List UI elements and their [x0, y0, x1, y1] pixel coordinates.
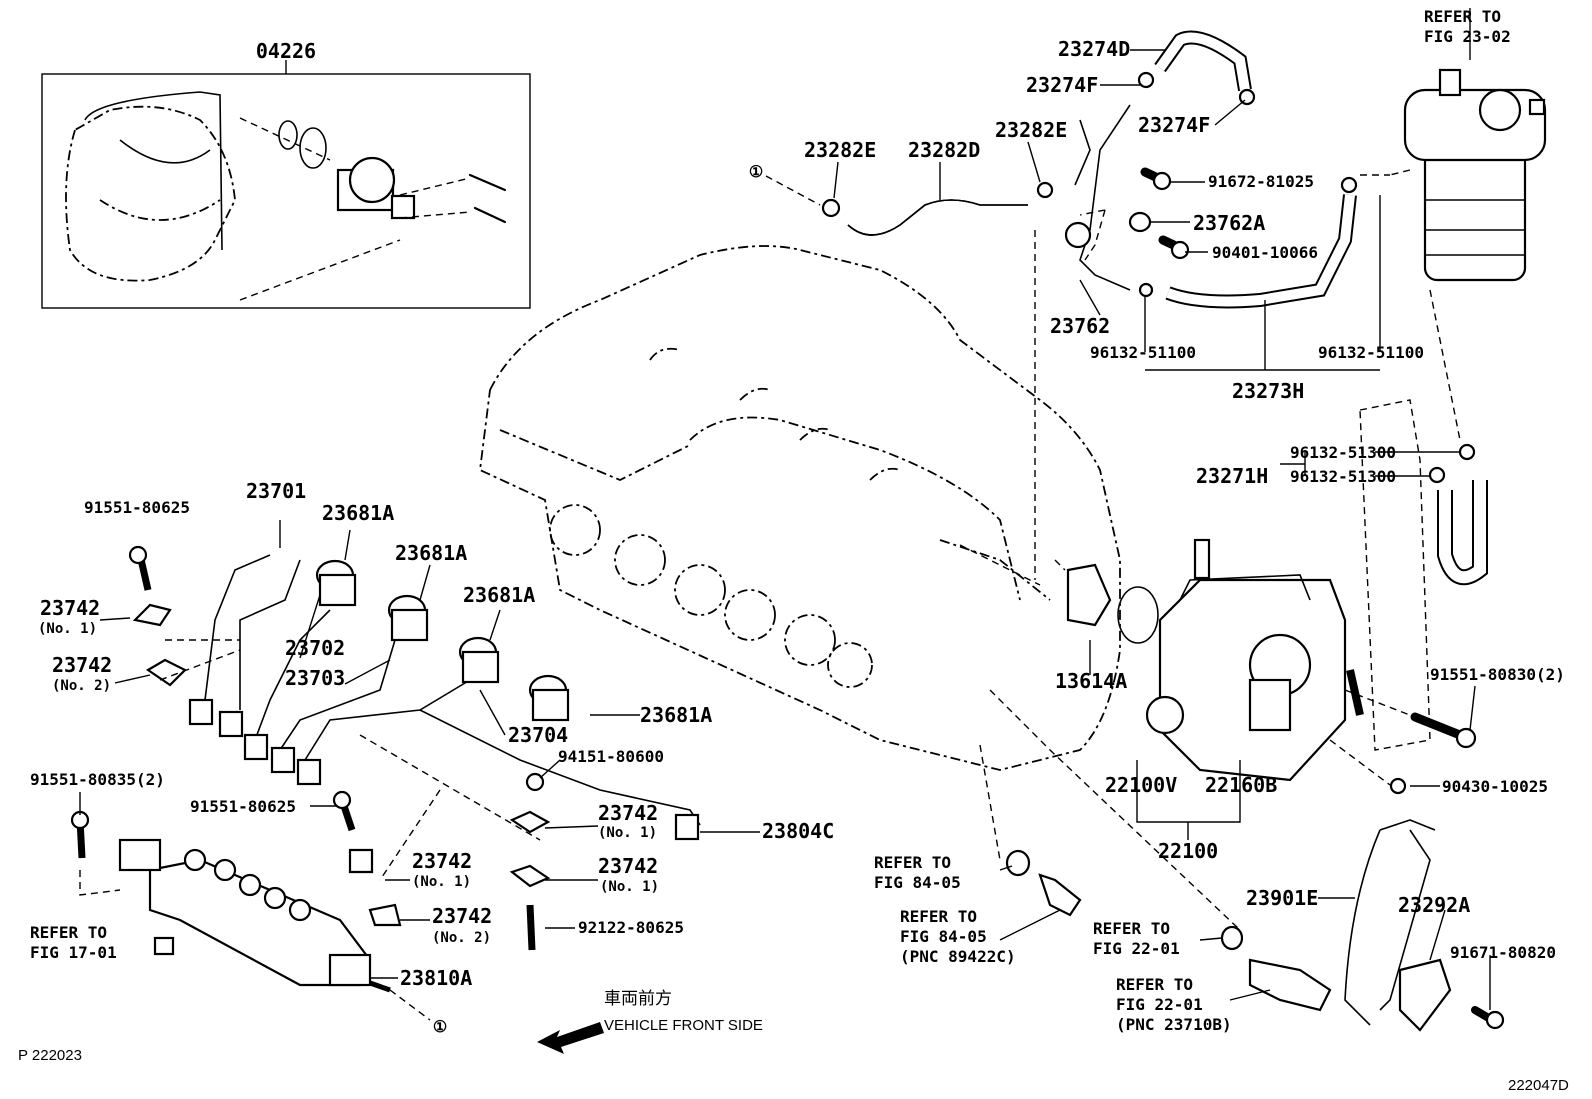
circle-marker-2: ① — [433, 1017, 447, 1036]
lower-right-parts — [979, 689, 1505, 1032]
clamp-23282E-left — [821, 198, 841, 218]
label-23810A: 23810A — [400, 966, 472, 990]
label-91672-81025: 91672-81025 — [1208, 172, 1314, 191]
label-13614A: 13614A — [1055, 669, 1127, 693]
label-90401-10066: 90401-10066 — [1212, 243, 1318, 262]
label-23273H: 23273H — [1232, 379, 1304, 403]
footer: 車両前方 VEHICLE FRONT SIDE P 222023 222047D — [18, 989, 1569, 1094]
label-23804C: 23804C — [762, 819, 834, 843]
label-23681A-4: 23681A — [640, 703, 712, 727]
label-23742-b-no: (No. 2) — [52, 678, 111, 694]
ref-fig-22-01-2a: REFER TO — [1116, 975, 1193, 994]
label-96132-51300-1: 96132-51300 — [1290, 443, 1396, 462]
label-23282E-2: 23282E — [995, 118, 1067, 142]
label-23271H: 23271H — [1196, 464, 1268, 488]
label-23274D: 23274D — [1058, 37, 1130, 61]
label-90430-10025: 90430-10025 — [1442, 777, 1548, 796]
label-23901E: 23901E — [1246, 886, 1318, 910]
label-23742-b: 23742 — [52, 653, 112, 677]
return-hoses — [765, 30, 1358, 580]
nozzle-holders — [315, 559, 570, 722]
label-23274F-1: 23274F — [1026, 73, 1098, 97]
inset-04226: 04226 — [41, 39, 531, 309]
label-91551-80625-1: 91551-80625 — [84, 498, 190, 517]
label-23681A-1: 23681A — [322, 501, 394, 525]
label-22100: 22100 — [1158, 839, 1218, 863]
injection-pipes — [70, 545, 701, 951]
ref-fig-22-01-2b: FIG 22-01 — [1116, 995, 1203, 1014]
o-ring-large — [299, 127, 327, 169]
label-91671-80820: 91671-80820 — [1450, 943, 1556, 962]
label-94151-80600: 94151-80600 — [558, 747, 664, 766]
part-labels: 23274D 23274F 23274F 23282E 23282D 23282… — [30, 7, 1565, 1034]
part-13614A — [1066, 563, 1112, 627]
page-code-left: P 222023 — [18, 1047, 82, 1064]
ref-fig-22-01-1b: FIG 22-01 — [1093, 939, 1180, 958]
label-23681A-3: 23681A — [463, 583, 535, 607]
label-23742-a: 23742 — [40, 596, 100, 620]
label-23762: 23762 — [1050, 314, 1110, 338]
ref-fig-84-05-2a: REFER TO — [900, 907, 977, 926]
label-96132-51100-2: 96132-51100 — [1318, 343, 1424, 362]
label-91551-80625-2: 91551-80625 — [190, 797, 296, 816]
hose-23271H — [1359, 399, 1488, 751]
label-23742-a-no: (No. 1) — [38, 621, 97, 637]
label-23282E-1: 23282E — [804, 138, 876, 162]
label-23742-d-no: (No. 1) — [600, 879, 659, 895]
clamp-23282E-right — [1036, 181, 1054, 199]
label-23681A-2: 23681A — [395, 541, 467, 565]
label-23742-f-no: (No. 2) — [432, 930, 491, 946]
label-91551-80835: 91551-80835(2) — [30, 770, 165, 789]
page-code-right: 222047D — [1508, 1077, 1569, 1094]
front-label-en: VEHICLE FRONT SIDE — [604, 1017, 763, 1034]
engine-block-outline — [479, 245, 1121, 771]
leader-lines — [79, 49, 1491, 1010]
front-label-jp: 車両前方 — [604, 989, 672, 1008]
pump-outline-sketch — [65, 105, 236, 282]
ref-fig-84-05-2b: FIG 84-05 — [900, 927, 987, 946]
ref-fig-84-05-1a: REFER TO — [874, 853, 951, 872]
o-ring-small — [278, 120, 298, 150]
ref-fig-84-05-1b: FIG 84-05 — [874, 873, 961, 892]
ref-fig-23-02-b: FIG 23-02 — [1424, 27, 1511, 46]
label-23282D: 23282D — [908, 138, 980, 162]
ref-fig-23-02-a: REFER TO — [1424, 7, 1501, 26]
label-23742-d: 23742 — [598, 854, 658, 878]
ref-fig-22-01-2c: (PNC 23710B) — [1116, 1015, 1232, 1034]
label-23274F-2: 23274F — [1138, 113, 1210, 137]
front-arrow-icon — [537, 1022, 604, 1054]
label-23702: 23702 — [285, 636, 345, 660]
label-22160B: 22160B — [1205, 773, 1277, 797]
label-23742-f: 23742 — [432, 904, 492, 928]
circle-marker-1: ① — [749, 162, 763, 181]
ref-fig-17-01-a: REFER TO — [30, 923, 107, 942]
ref-fig-84-05-2c: (PNC 89422C) — [900, 947, 1016, 966]
label-23742-c-no: (No. 1) — [598, 825, 657, 841]
supply-pump — [959, 538, 1477, 840]
label-23703: 23703 — [285, 666, 345, 690]
label-23742-e: 23742 — [412, 849, 472, 873]
label-91551-80830: 91551-80830(2) — [1430, 665, 1565, 684]
label-23742-c: 23742 — [598, 801, 658, 825]
common-rail — [79, 838, 431, 1021]
label-23704: 23704 — [508, 723, 568, 747]
label-92122-80625: 92122-80625 — [578, 918, 684, 937]
ref-fig-22-01-1a: REFER TO — [1093, 919, 1170, 938]
ref-fig-17-01-b: FIG 17-01 — [30, 943, 117, 962]
label-23742-e-no: (No. 1) — [412, 874, 471, 890]
label-23701: 23701 — [246, 479, 306, 503]
inset-title: 04226 — [256, 39, 316, 63]
fuel-filter — [1360, 8, 1547, 441]
label-23762A: 23762A — [1193, 211, 1265, 235]
label-96132-51100-1: 96132-51100 — [1090, 343, 1196, 362]
label-96132-51300-2: 96132-51300 — [1290, 467, 1396, 486]
label-22100V: 22100V — [1105, 773, 1177, 797]
label-23292A: 23292A — [1398, 893, 1470, 917]
